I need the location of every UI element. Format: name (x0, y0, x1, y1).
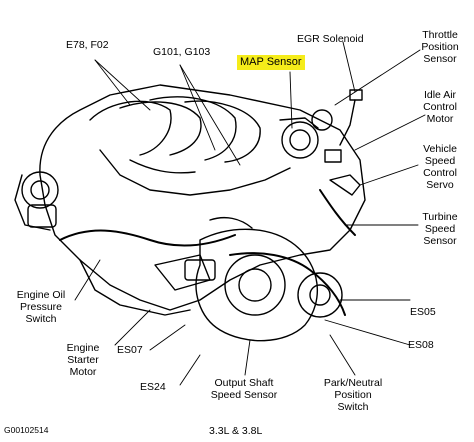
label-es05: ES05 (410, 306, 436, 318)
figure-id: G00102514 (4, 425, 49, 435)
label-egr-solenoid: EGR Solenoid (297, 33, 364, 45)
label-e78-f02: E78, F02 (66, 39, 109, 51)
label-engine-oil-pressure-switch: Engine Oil Pressure Switch (16, 289, 66, 325)
label-output-shaft-speed-sensor: Output Shaft Speed Sensor (210, 377, 278, 401)
label-idle-air-control-motor: Idle Air Control Motor (423, 89, 457, 125)
label-g101-g103: G101, G103 (153, 46, 211, 58)
label-es24: ES24 (140, 381, 166, 393)
map-sensor-highlight: MAP Sensor (237, 55, 305, 70)
label-es07: ES07 (117, 344, 143, 356)
label-turbine-speed-sensor: Turbine Speed Sensor (422, 211, 458, 247)
engine-caption: 3.3L & 3.8L (209, 425, 263, 437)
label-es08: ES08 (408, 339, 434, 351)
label-throttle-position-sensor: Throttle Position Sensor (421, 29, 459, 65)
leader-lines (74, 41, 426, 386)
label-vehicle-speed-control-servo: Vehicle Speed Control Servo (423, 143, 457, 191)
engine-illustration (14, 84, 366, 342)
label-park-neutral-position-switch: Park/Neutral Position Switch (323, 377, 383, 413)
label-engine-starter-motor: Engine Starter Motor (66, 342, 100, 378)
